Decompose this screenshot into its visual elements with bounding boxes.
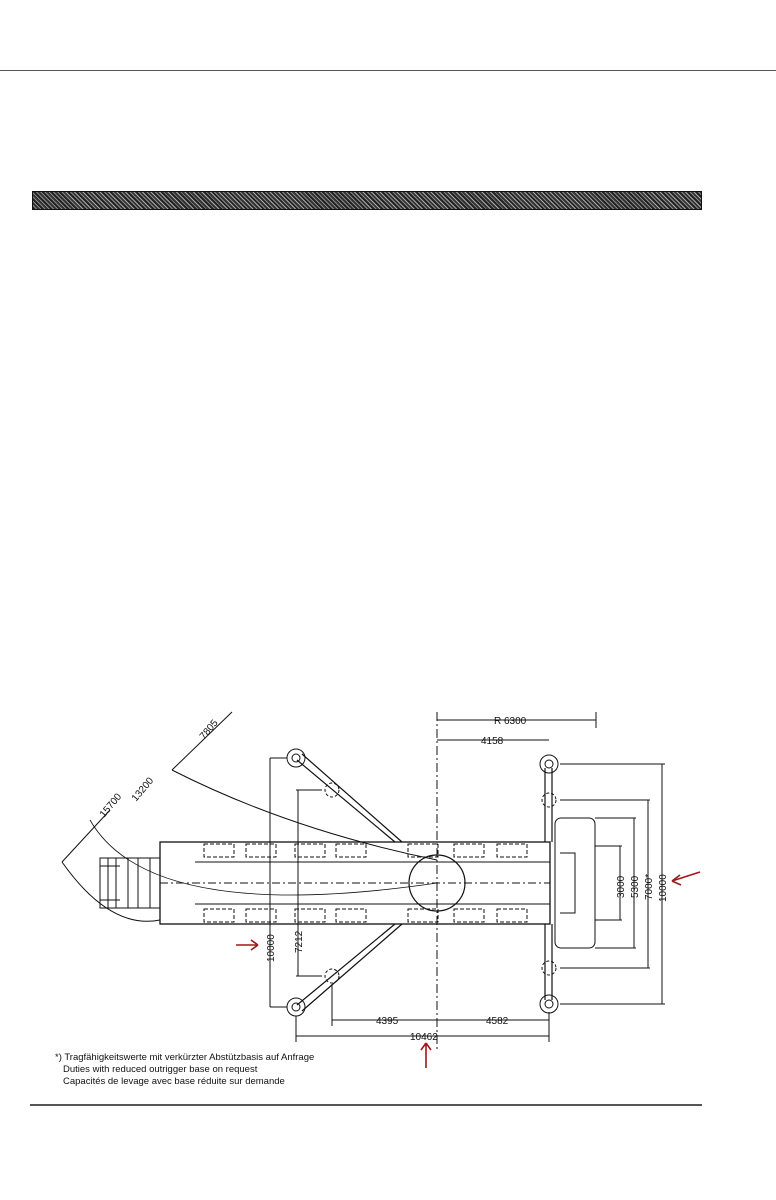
arrow-left	[236, 939, 259, 951]
annotation-arrows	[236, 871, 701, 1068]
arc-15700	[61, 861, 161, 922]
dim-10462: 10462	[410, 1032, 438, 1043]
dim-7805: 7805	[198, 717, 221, 741]
bottom-rule	[30, 1104, 702, 1106]
arrow-right	[671, 871, 701, 886]
arc-13200	[89, 819, 438, 896]
footnote: *) Tragfähigkeitswerte mit verkürzter Ab…	[55, 1052, 314, 1088]
dim-10000-right: 10000	[658, 874, 669, 902]
top-rule	[0, 70, 776, 71]
dim-3000: 3000	[616, 875, 627, 898]
arc-7805	[171, 769, 438, 861]
dim-10000-left: 10000	[266, 934, 277, 962]
header-band	[32, 191, 702, 210]
footnote-line-fr: Capacités de levage avec base réduite su…	[63, 1076, 285, 1087]
arrow-bottom	[420, 1042, 432, 1068]
dim-7000: 7000*	[644, 874, 655, 900]
counterweight	[554, 817, 596, 949]
outrigger-front-upper	[296, 759, 396, 843]
outrigger-front-lower	[296, 923, 396, 1006]
dim-13200: 13200	[130, 775, 157, 804]
dim-4582: 4582	[486, 1016, 509, 1027]
footnote-line-de: *) Tragfähigkeitswerte mit verkürzter Ab…	[55, 1052, 315, 1063]
dim-4395: 4395	[376, 1016, 399, 1027]
dim-5300: 5300	[630, 875, 641, 898]
boom-head	[99, 857, 161, 909]
dim-15700: 15700	[98, 791, 125, 820]
footnote-line-en: Duties with reduced outrigger base on re…	[63, 1064, 258, 1075]
dim-4158: 4158	[481, 736, 504, 747]
dim-r6300: R 6300	[494, 716, 527, 727]
dim-7212: 7212	[294, 930, 305, 953]
